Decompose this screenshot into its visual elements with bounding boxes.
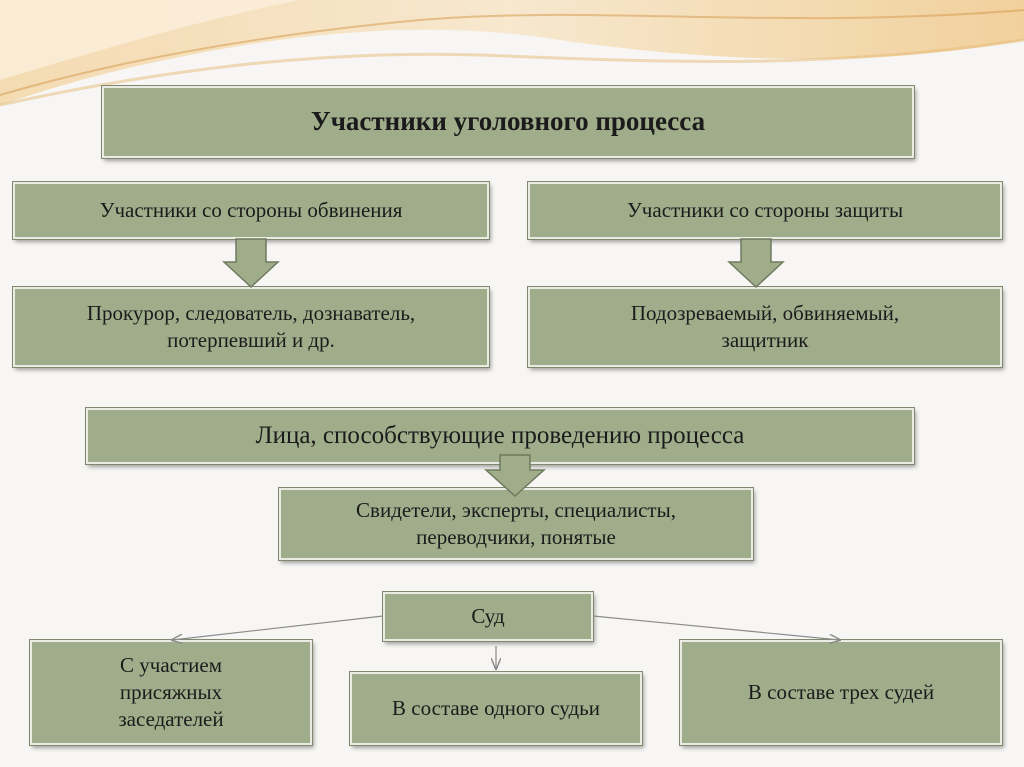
court-box: Суд bbox=[383, 592, 593, 641]
title-text: Участники уголовного процесса bbox=[310, 106, 706, 137]
prosecution-members-box: Прокурор, следователь, дознаватель, поте… bbox=[13, 287, 489, 367]
three-judges-box: В составе трех судей bbox=[680, 640, 1002, 745]
assisting-persons-label: Лица, способствующие проведению процесса bbox=[255, 421, 745, 449]
assisting-members-box: Свидетели, эксперты, специалисты, перево… bbox=[279, 488, 753, 560]
title-box: Участники уголовного процесса bbox=[102, 86, 914, 158]
prosecution-members-text: Прокурор, следователь, дознаватель, поте… bbox=[86, 300, 416, 352]
prosecution-box: Участники со стороны обвинения bbox=[13, 182, 489, 239]
defense-label: Участники со стороны защиты bbox=[626, 197, 904, 222]
court-label: Суд bbox=[471, 603, 505, 628]
defense-box: Участники со стороны защиты bbox=[528, 182, 1002, 239]
defense-members-box: Подозреваемый, обвиняемый, защитник bbox=[528, 287, 1002, 367]
single-judge-text: В составе одного судьи bbox=[392, 695, 600, 720]
prosecution-label: Участники со стороны обвинения bbox=[99, 197, 403, 222]
jury-court-text: С участием присяжных заседателей bbox=[118, 652, 224, 732]
single-judge-box: В составе одного судьи bbox=[350, 672, 642, 745]
assisting-persons-box: Лица, способствующие проведению процесса bbox=[86, 408, 914, 464]
defense-members-text: Подозреваемый, обвиняемый, защитник bbox=[630, 300, 900, 352]
assisting-members-text: Свидетели, эксперты, специалисты, перево… bbox=[356, 497, 676, 549]
jury-court-box: С участием присяжных заседателей bbox=[30, 640, 312, 745]
three-judges-text: В составе трех судей bbox=[747, 679, 935, 704]
